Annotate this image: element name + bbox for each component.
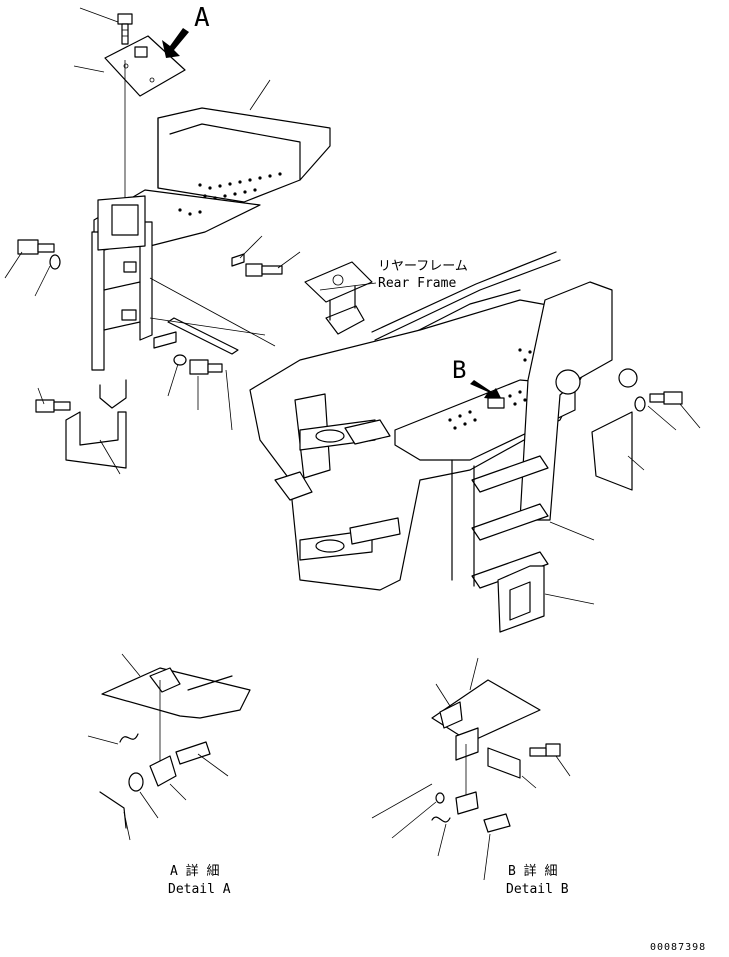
cover-plate — [104, 35, 186, 97]
detail-b — [371, 657, 571, 881]
detail-a-jp-label: A 詳 細 — [170, 863, 219, 879]
detail-b-en-label: Detail B — [506, 882, 569, 897]
detail-a-en-label: Detail A — [168, 882, 231, 897]
arrow-a-icon — [162, 28, 189, 58]
drawing-number: 00087398 — [650, 942, 706, 953]
detail-b-jp-label: B 詳 細 — [508, 863, 557, 879]
deck-holes — [178, 172, 282, 216]
view-a-label: A — [194, 3, 210, 33]
left-step-assembly — [4, 7, 331, 475]
arrow-b-icon — [470, 380, 502, 400]
rear-frame-jp-label: リヤーフレーム — [378, 259, 468, 274]
detail-a — [87, 653, 251, 841]
rear-frame — [249, 251, 701, 633]
bolt-top — [117, 13, 133, 45]
loose-parts — [149, 235, 301, 431]
rear-frame-en-label: Rear Frame — [378, 276, 456, 291]
view-b-label: B — [452, 356, 466, 384]
